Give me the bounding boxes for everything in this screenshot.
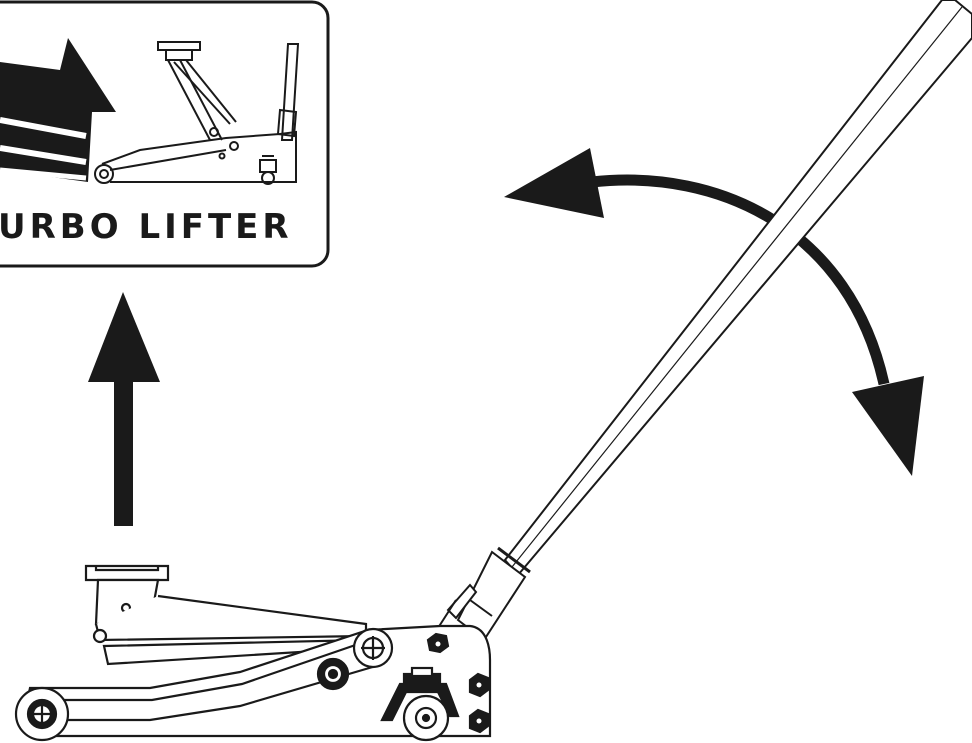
inset-panel: URBO LIFTER bbox=[0, 0, 330, 268]
inset-mini-jack-icon bbox=[94, 41, 300, 185]
jack-handle bbox=[437, 0, 972, 642]
inset-motion-arrow-icon bbox=[0, 38, 116, 182]
pivot-bolt bbox=[352, 627, 394, 669]
floor-jack-body bbox=[14, 564, 492, 742]
front-caster-wheel bbox=[380, 666, 460, 742]
arrow-up-icon bbox=[88, 292, 160, 526]
brand-label: URBO LIFTER bbox=[0, 207, 293, 247]
ram-nut bbox=[316, 657, 350, 691]
rear-roller-wheel bbox=[14, 686, 70, 742]
lift-arm bbox=[84, 564, 368, 666]
